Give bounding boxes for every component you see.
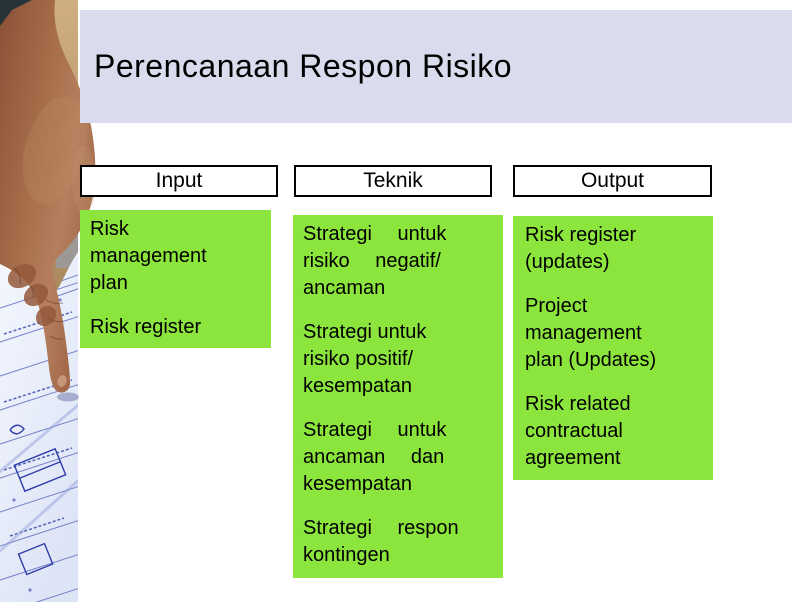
output-item-1: Risk register (updates) xyxy=(525,224,637,273)
teknik-item-1: Strategi untuk risiko negatif/ ancaman xyxy=(303,223,447,299)
output-item-3: Risk related contractual agreement xyxy=(525,393,631,469)
teknik-item-3: Strategi untuk ancaman dan kesempatan xyxy=(303,419,447,495)
column-header-teknik: Teknik xyxy=(294,165,492,197)
teknik-box: Strategi untuk risiko negatif/ ancaman S… xyxy=(293,215,503,578)
teknik-item-4: Strategi respon kontingen xyxy=(303,517,459,566)
output-item-2: Project management plan (Updates) xyxy=(525,295,657,371)
title-band: Perencanaan Respon Risiko xyxy=(80,10,792,123)
input-item-1: Risk management plan xyxy=(90,218,207,294)
input-item-2: Risk register xyxy=(90,316,202,338)
output-box: Risk register (updates) Project manageme… xyxy=(513,216,713,480)
hand-pointing-at-blueprint-photo xyxy=(0,0,96,602)
input-box: Risk management plan Risk register xyxy=(80,210,271,348)
column-header-input: Input xyxy=(80,165,278,197)
teknik-item-2: Strategi untuk risiko positif/ kesempata… xyxy=(303,321,427,397)
column-header-output: Output xyxy=(513,165,712,197)
slide-title: Perencanaan Respon Risiko xyxy=(94,48,513,84)
